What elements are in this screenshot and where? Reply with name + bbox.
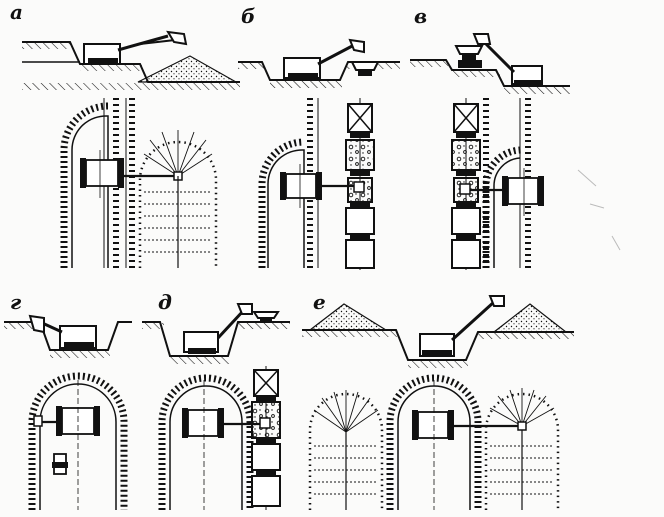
panel-v-section: [410, 33, 570, 94]
panel-e-section: [302, 295, 574, 368]
panel-d-plan: [158, 366, 281, 510]
excavator-icon: [472, 33, 543, 86]
scan-noise: [577, 169, 621, 251]
dump-truck-icon: [350, 61, 380, 76]
panel-b-plan: [258, 98, 375, 270]
spoil-heap-icon: [492, 303, 568, 333]
excavator-icon: [419, 295, 505, 357]
excavator-icon: [183, 303, 253, 354]
dump-truck-icon: [454, 45, 484, 68]
excavator-icon: [28, 314, 97, 349]
panel-a-section: [22, 30, 240, 90]
panel-e-plan: [308, 374, 560, 510]
panel-label-g: г: [10, 290, 22, 314]
excavator-icon: [83, 30, 188, 65]
panel-d-section: [142, 303, 290, 364]
panel-v-plan: [451, 98, 544, 270]
panel-label-v: в: [414, 4, 428, 28]
panel-b-section: [238, 38, 400, 88]
panel-g-plan: [28, 372, 128, 510]
excavator-icon: [283, 38, 365, 79]
panel-label-a: а: [10, 0, 23, 24]
dump-truck-icon: [252, 311, 280, 322]
panel-label-e: е: [313, 290, 326, 314]
panel-g-section: [4, 314, 132, 358]
panel-label-b: б: [241, 4, 256, 28]
spoil-heap-icon: [137, 55, 239, 83]
spoil-heap-icon: [308, 303, 389, 331]
panel-a-plan: [60, 98, 218, 268]
panel-label-d: д: [158, 290, 172, 314]
